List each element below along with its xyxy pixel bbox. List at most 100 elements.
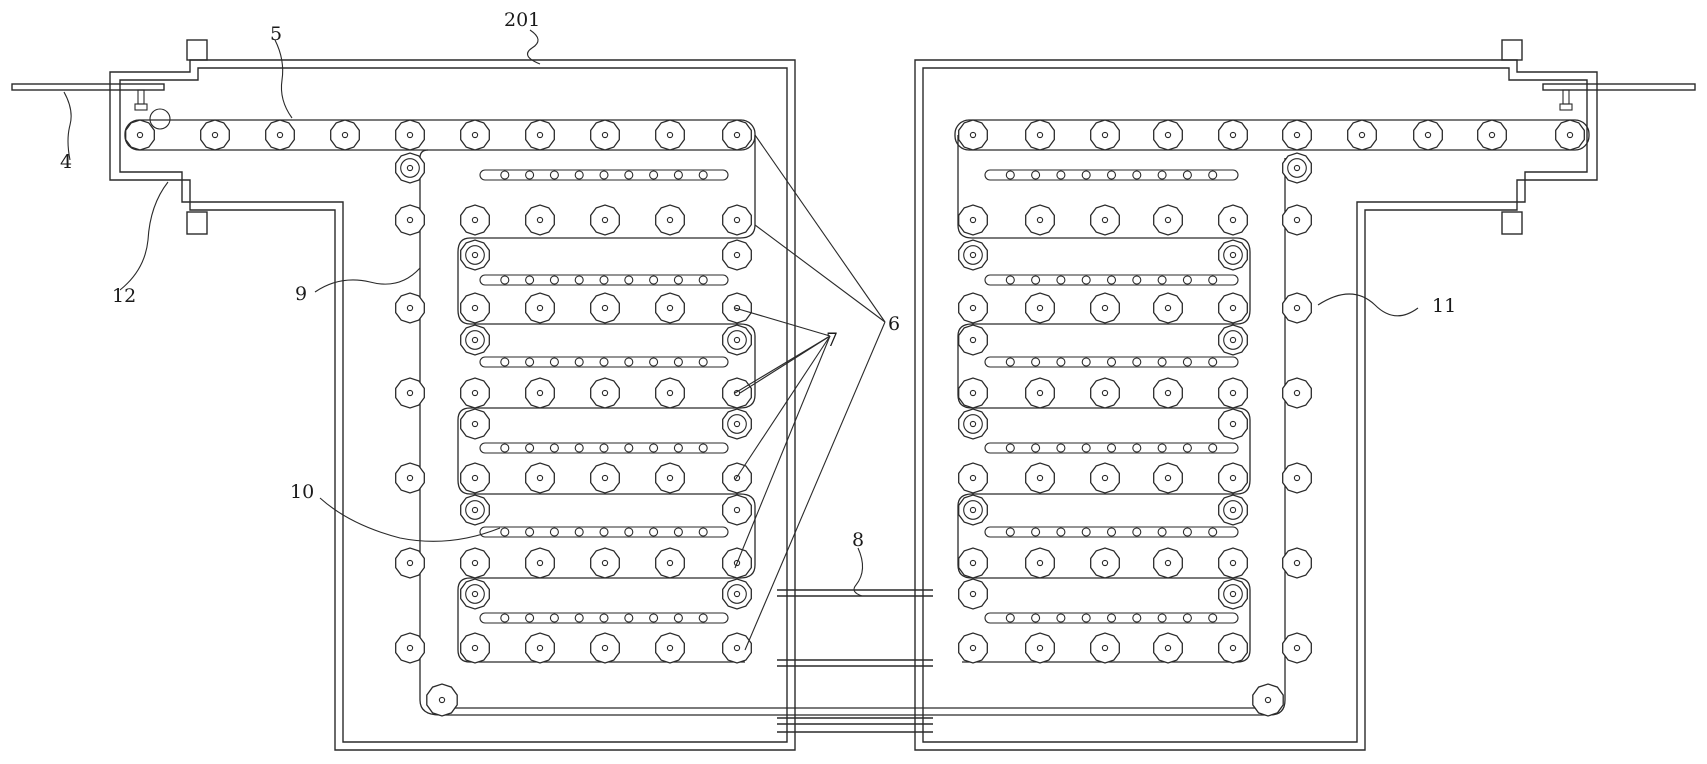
heating-tubes (479, 169, 1239, 624)
heating-tube (984, 356, 1239, 368)
roller (722, 204, 752, 236)
roller (525, 204, 555, 236)
roller (1153, 292, 1183, 324)
roller (1153, 119, 1183, 151)
callout-labels: 201 5 4 12 9 6 7 11 10 8 (60, 9, 1456, 551)
roller (460, 292, 490, 324)
roller (958, 377, 988, 409)
roller (1347, 119, 1377, 151)
roller (655, 292, 685, 324)
roller (460, 547, 490, 579)
heating-tube (479, 612, 729, 624)
roller (1218, 547, 1248, 579)
roller (958, 578, 988, 610)
roller (460, 204, 490, 236)
heating-tube (479, 356, 729, 368)
drive-roller (460, 578, 490, 610)
drive-roller (1218, 494, 1248, 526)
roller (125, 119, 155, 151)
drive-roller (460, 239, 490, 271)
drive-roller (722, 578, 752, 610)
label-4: 4 (60, 151, 72, 173)
roller (1282, 377, 1312, 409)
roller (722, 119, 752, 151)
heating-tube (479, 526, 729, 538)
roller (460, 632, 490, 664)
roller (1090, 462, 1120, 494)
heating-tube (479, 169, 729, 181)
label-12: 12 (112, 285, 136, 307)
roller (1282, 547, 1312, 579)
roller (395, 292, 425, 324)
roller (590, 204, 620, 236)
heating-tube (984, 526, 1239, 538)
roller (1025, 547, 1055, 579)
roller (330, 119, 360, 151)
roller (722, 239, 752, 271)
roller (265, 119, 295, 151)
roller (1282, 462, 1312, 494)
roller (722, 292, 752, 324)
leader-lines (63, 29, 1419, 651)
drive-roller (958, 494, 988, 526)
roller (1153, 462, 1183, 494)
roller (1153, 632, 1183, 664)
roller (1090, 547, 1120, 579)
roller (1218, 292, 1248, 324)
roller (958, 119, 988, 151)
roller (395, 462, 425, 494)
roller (1218, 377, 1248, 409)
roller (1025, 119, 1055, 151)
heating-tube (984, 612, 1239, 624)
heating-tube (984, 274, 1239, 286)
roller (958, 462, 988, 494)
label-201: 201 (504, 9, 540, 31)
roller (1025, 292, 1055, 324)
roller (655, 547, 685, 579)
label-5: 5 (270, 23, 282, 45)
roller (655, 377, 685, 409)
roller (1153, 204, 1183, 236)
roller (1153, 547, 1183, 579)
label-10: 10 (290, 481, 314, 503)
roller (1252, 683, 1284, 717)
roller (1090, 119, 1120, 151)
roller (200, 119, 230, 151)
roller (525, 377, 555, 409)
roller (460, 408, 490, 440)
heating-tube (984, 169, 1239, 181)
drive-roller (722, 408, 752, 440)
roller (1555, 119, 1585, 151)
drive-roller (722, 324, 752, 356)
roller (1218, 632, 1248, 664)
roller (722, 462, 752, 494)
roller (1025, 204, 1055, 236)
roller (590, 292, 620, 324)
roller (426, 683, 458, 717)
roller (395, 547, 425, 579)
heating-tube (479, 442, 729, 454)
roller (590, 377, 620, 409)
roller (722, 494, 752, 526)
roller (525, 119, 555, 151)
right-bracket (1542, 83, 1696, 111)
roller (1025, 632, 1055, 664)
roller (395, 632, 425, 664)
roller (722, 377, 752, 409)
heating-tube (479, 274, 729, 286)
roller (1282, 204, 1312, 236)
roller (460, 462, 490, 494)
drive-roller (1218, 578, 1248, 610)
roller (590, 632, 620, 664)
drive-roller (460, 494, 490, 526)
roller (525, 547, 555, 579)
roller (1413, 119, 1443, 151)
roller (1090, 377, 1120, 409)
roller (590, 462, 620, 494)
roller (1218, 462, 1248, 494)
roller (525, 462, 555, 494)
label-8: 8 (852, 529, 864, 551)
drive-roller (958, 408, 988, 440)
roller (1090, 632, 1120, 664)
